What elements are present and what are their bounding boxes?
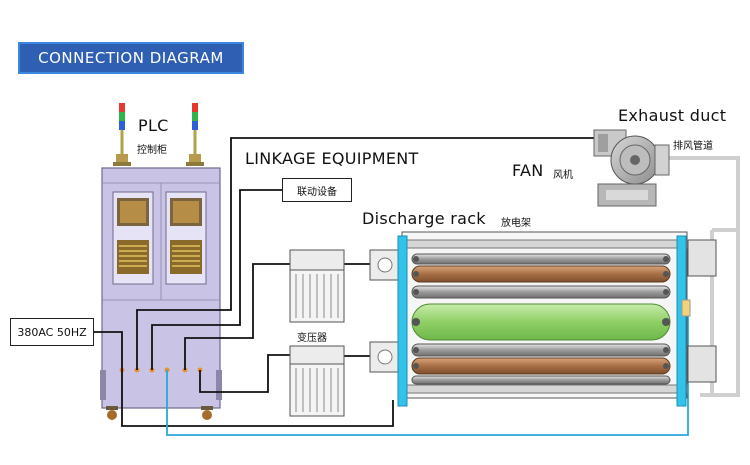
plc-label: PLC	[138, 116, 169, 135]
transformer-upper-wire	[184, 263, 290, 370]
linkage-equipment-box: 联动设备	[282, 178, 352, 202]
power-supply-box: 380AC 50HZ	[10, 318, 94, 346]
discharge-rack-label-cn: 放电架	[501, 218, 531, 229]
ground-wire	[121, 370, 394, 427]
fan-label-cn: 风机	[553, 170, 573, 181]
transformer-lower-wire	[199, 354, 290, 393]
linkage-equipment-label-cn: 联动设备	[297, 186, 337, 198]
plc-cabinet	[100, 167, 222, 420]
discharge-rack-label: Discharge rack	[362, 209, 486, 228]
signal-tower-right	[186, 103, 204, 166]
wiring	[94, 137, 598, 427]
transformer-lower	[289, 345, 345, 417]
fan-label: FAN	[512, 161, 544, 180]
fan-signal-wire	[136, 137, 598, 370]
transformer-label-cn: 变压器	[297, 333, 327, 344]
discharge-rack	[369, 231, 717, 407]
exhaust-duct-label-cn: 排风管道	[673, 141, 713, 152]
linkage-signal-wire	[151, 189, 282, 370]
transformer-upper	[289, 249, 345, 323]
plc-label-cn: 控制柜	[137, 145, 167, 156]
linkage-equipment-label: LINKAGE EQUIPMENT	[245, 149, 419, 168]
power-wire	[94, 331, 123, 370]
signal-tower-left	[113, 103, 131, 166]
exhaust-duct-label: Exhaust duct	[618, 106, 727, 125]
power-supply-label: 380AC 50HZ	[17, 325, 87, 339]
diagram-title: CONNECTION DIAGRAM	[18, 42, 244, 74]
fan-blower	[593, 129, 670, 207]
